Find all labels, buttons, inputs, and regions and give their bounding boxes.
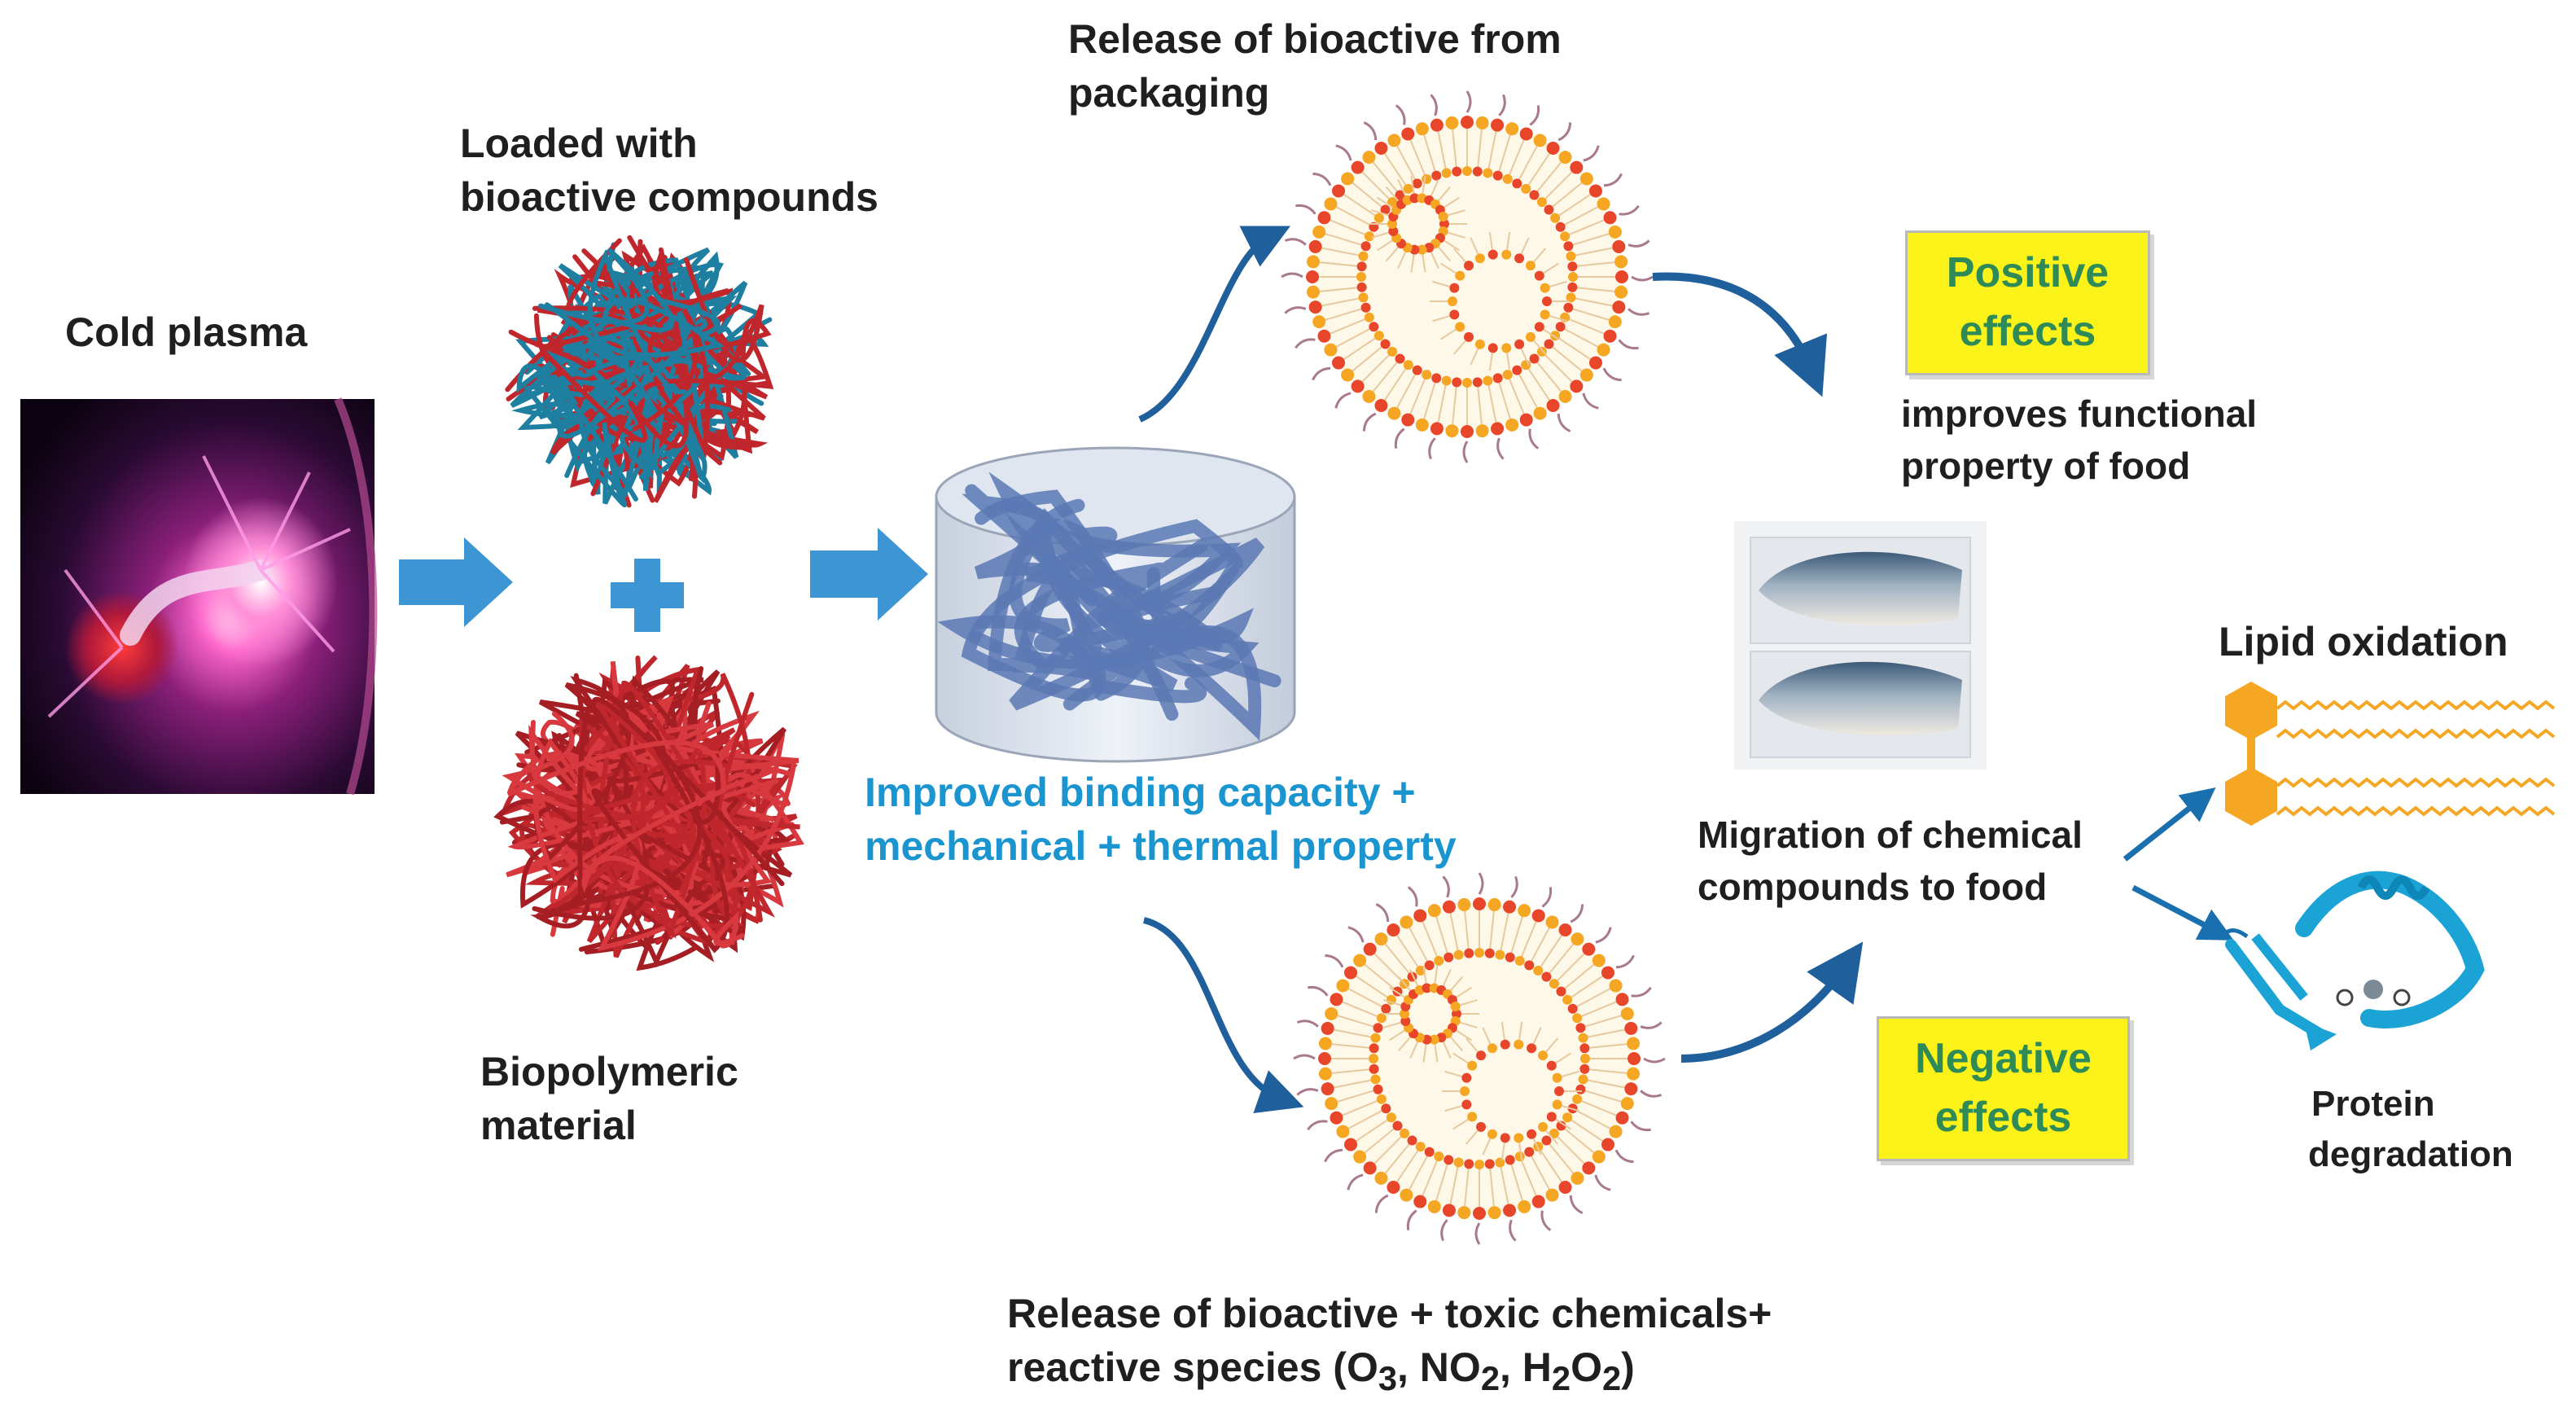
arrow-to-lipid-oxidation (2123, 787, 2216, 862)
label-loaded-line2: bioactive compounds (460, 174, 878, 220)
label-release-toxic-line2: reactive species (O3, NO2, H2O2) (1007, 1340, 1772, 1401)
block-arrow-plasma-to-polymer (399, 537, 513, 627)
label-improved-line1: Improved binding capacity + (865, 770, 1416, 815)
reactive-species-o: O (1571, 1344, 1602, 1390)
label-improves-line2: property of food (1901, 445, 2191, 488)
curved-arrow-to-top-liposome (1138, 226, 1291, 423)
label-migration-line2: compounds to food (1698, 866, 2048, 909)
label-release-toxic: Release of bioactive + toxic chemicals+ … (1007, 1287, 1772, 1401)
negative-effects-line1: Negative (1915, 1035, 2092, 1083)
tangled-polymer-red-teal (505, 235, 774, 508)
arrow-to-protein-degradation (2131, 884, 2234, 941)
reactive-species-sep2: , H (1499, 1344, 1552, 1390)
label-cold-plasma: Cold plasma (65, 309, 308, 355)
curved-arrow-to-positive-effects (1652, 272, 1828, 397)
h2o2-o-subscript: 2 (1601, 1359, 1622, 1397)
no2-subscript: 2 (1480, 1359, 1500, 1397)
plasma-ball-photo (20, 397, 378, 796)
label-release-toxic-line1: Release of bioactive + toxic chemicals+ (1007, 1291, 1772, 1336)
label-improves-functional: improves functional property of food (1901, 388, 2257, 493)
positive-effects-line2: effects (1959, 308, 2096, 355)
label-improved-line2: mechanical + thermal property (865, 823, 1457, 869)
label-biopolymeric-line2: material (480, 1103, 637, 1148)
reactive-species-sep1: , NO (1397, 1344, 1481, 1390)
label-protein-line1: Protein (2311, 1084, 2435, 1124)
label-biopolymeric-material: Biopolymeric material (480, 1045, 738, 1152)
curved-arrow-to-bottom-liposome (1142, 917, 1304, 1114)
label-migration: Migration of chemical compounds to food (1698, 809, 2083, 914)
tangled-polymer-red (493, 655, 804, 971)
h2o2-h-subscript: 2 (1551, 1359, 1571, 1397)
curved-arrow-to-migration (1680, 941, 1864, 1063)
liposome-top (1281, 90, 1654, 463)
label-release-packaging-line1: Release of bioactive from (1068, 16, 1562, 62)
label-protein-degradation: Protein degradation (2308, 1079, 2513, 1181)
protein-ribbon-icon (2220, 871, 2485, 1050)
ozone-subscript: 3 (1378, 1359, 1398, 1397)
label-biopolymeric-line1: Biopolymeric (480, 1049, 738, 1094)
packaged-fish-fillets-photo (1734, 521, 1987, 770)
label-improves-line1: improves functional (1901, 393, 2258, 435)
negative-effects-line2: effects (1934, 1094, 2072, 1141)
liposome-bottom (1293, 872, 1666, 1245)
negative-effects-box: Negative effects (1877, 1016, 2130, 1161)
label-migration-line1: Migration of chemical (1698, 814, 2083, 856)
label-release-packaging-line2: packaging (1068, 70, 1270, 116)
label-loaded-line1: Loaded with (460, 121, 698, 166)
positive-effects-box: Positive effects (1905, 230, 2150, 375)
lipid-molecule-icon (2225, 682, 2556, 826)
label-release-from-packaging: Release of bioactive from packaging (1068, 12, 1562, 120)
block-arrow-polymer-to-hydrogel (810, 528, 928, 621)
label-lipid-oxidation: Lipid oxidation (2219, 619, 2508, 664)
plus-sign (611, 559, 684, 632)
hydrogel-cylinder (935, 446, 1296, 763)
reactive-species-end: ) (1621, 1344, 1635, 1390)
reactive-species-prefix: reactive species (O (1007, 1344, 1378, 1390)
label-loaded-bioactive: Loaded with bioactive compounds (460, 116, 878, 224)
positive-effects-line1: Positive (1946, 249, 2109, 297)
label-protein-line2: degradation (2308, 1134, 2513, 1175)
label-improved-properties: Improved binding capacity + mechanical +… (865, 765, 1457, 873)
